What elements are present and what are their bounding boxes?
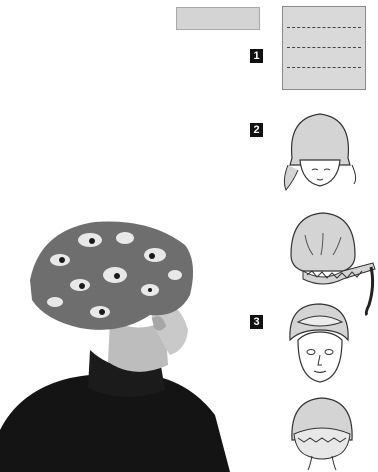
turban-back (284, 392, 359, 470)
fold-line (287, 27, 361, 28)
scarf-over-head-front (280, 110, 360, 195)
step-1-badge: 1 (250, 49, 263, 63)
fold-line (287, 67, 361, 68)
step-2-badge: 2 (250, 123, 263, 137)
turban-front (284, 300, 354, 390)
scarf-twisted-back (283, 205, 378, 315)
step-3-badge: 3 (250, 315, 263, 329)
woman-in-turban-photo (0, 200, 230, 472)
fabric-rectangle (176, 7, 260, 30)
fold-line (287, 47, 361, 48)
folded-scarf (282, 6, 366, 90)
